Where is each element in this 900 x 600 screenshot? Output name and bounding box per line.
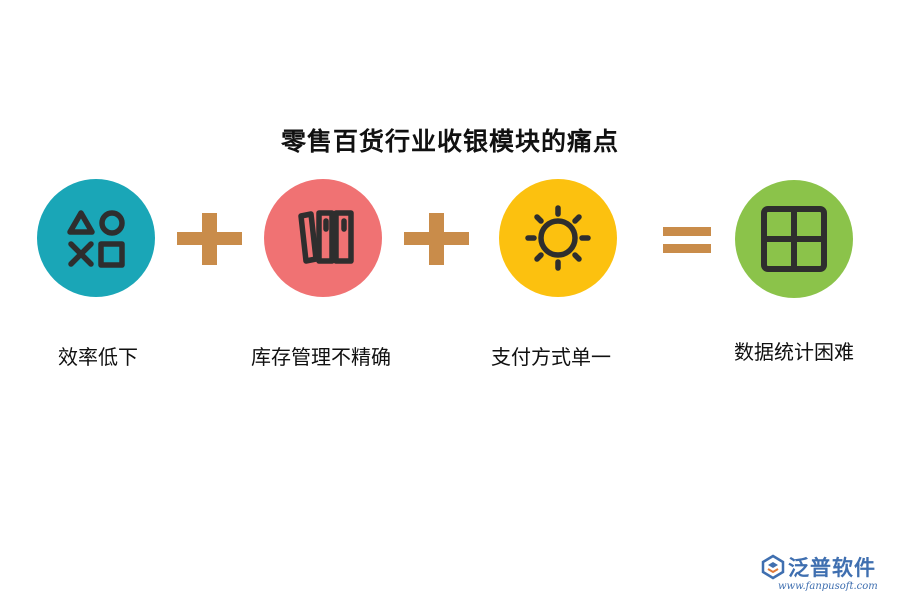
- circle-efficiency: [37, 179, 155, 297]
- label-statistics: 数据统计困难: [734, 340, 854, 364]
- page-title: 零售百货行业收银模块的痛点: [280, 127, 619, 156]
- grid-icon: [761, 206, 827, 272]
- label-efficiency: 效率低下: [58, 345, 138, 369]
- fanpu-logo-icon: [761, 554, 785, 580]
- plus-icon: [177, 213, 242, 265]
- cross-shape-b: [68, 241, 94, 267]
- circle-payment: [499, 179, 617, 297]
- sun-core: [538, 218, 578, 258]
- square-shape: [98, 241, 125, 268]
- circle-shape: [99, 210, 125, 236]
- plus-icon: [404, 213, 469, 265]
- equals-icon: [663, 227, 711, 253]
- watermark-name: 泛普软件: [788, 556, 876, 580]
- sun-icon: [525, 205, 591, 271]
- circle-inventory: [264, 179, 382, 297]
- books-icon: [298, 210, 354, 264]
- book-middle: [316, 210, 335, 264]
- watermark: 泛普软件 www.fanpusoft.com: [760, 550, 890, 594]
- plus-operator-1: [177, 213, 242, 265]
- book-right: [333, 210, 354, 264]
- equals-operator: [663, 227, 711, 255]
- tilted-book: [298, 211, 319, 264]
- watermark-url: www.fanpusoft.com: [778, 581, 878, 592]
- label-inventory: 库存管理不精确: [251, 345, 391, 369]
- circle-statistics: [735, 180, 853, 298]
- plus-operator-2: [404, 213, 469, 265]
- triangle-shape: [67, 210, 95, 235]
- label-payment: 支付方式单一: [491, 345, 611, 369]
- shapes-icon: [67, 210, 125, 268]
